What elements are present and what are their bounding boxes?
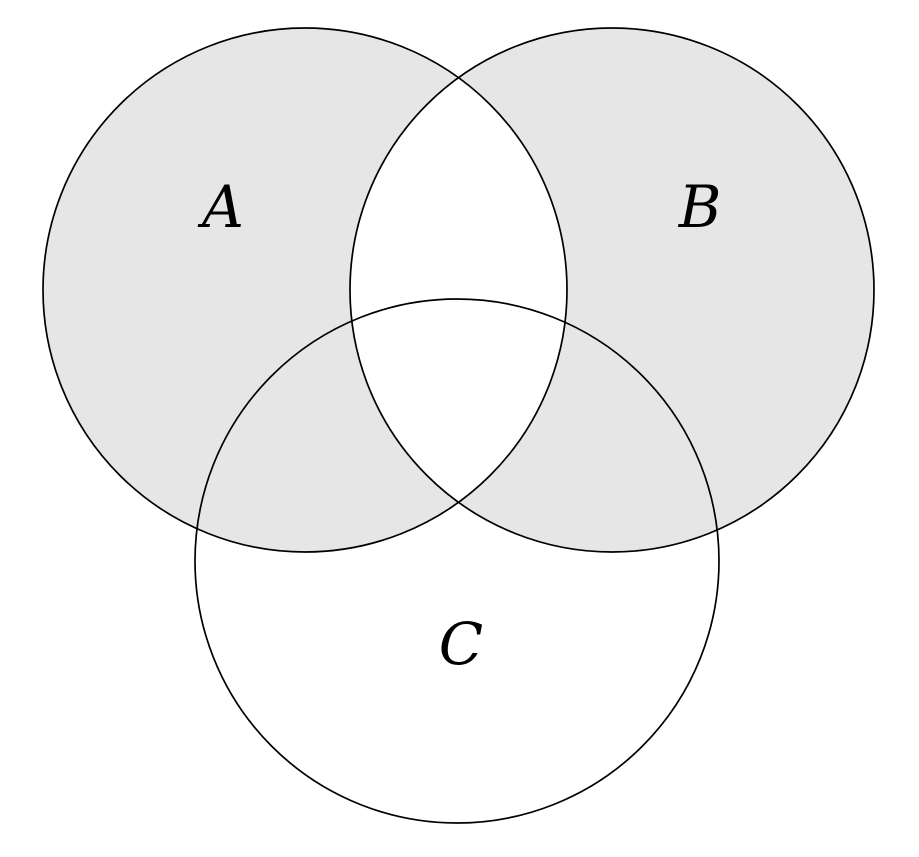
circle-A-outline [42,27,568,553]
set-label-B: B [678,173,722,241]
set-label-C: C [439,610,483,678]
shaded-symmetric-difference-region [43,28,874,552]
circle-B-outline [349,27,875,553]
circle-C-outline [194,298,720,824]
set-label-A: A [197,173,244,241]
